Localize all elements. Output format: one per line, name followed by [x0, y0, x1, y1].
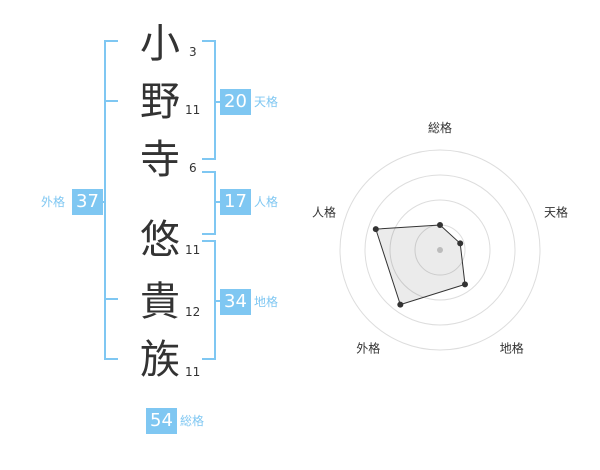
- tenkaku-score-badge: 20: [220, 89, 251, 115]
- radar-axis-label: 地格: [500, 341, 524, 356]
- radar-ring: [339, 149, 541, 351]
- radar-point-2: [457, 240, 464, 247]
- jinkaku-score-badge: 17: [220, 189, 251, 215]
- stroke-count-3: 6: [189, 161, 197, 175]
- name-char-3: 寺: [140, 137, 180, 183]
- name-char-2: 野: [140, 79, 180, 125]
- radar-point-1: [437, 222, 443, 228]
- radar-axis-label: 人格: [312, 204, 336, 219]
- jinkaku-bracket: [202, 171, 216, 235]
- chikaku-connector: [214, 300, 222, 302]
- gaikaku-bracket: [104, 40, 118, 360]
- radar-point-3: [461, 281, 468, 288]
- jinkaku-connector: [214, 201, 222, 203]
- gaikaku-tick: [104, 298, 118, 300]
- stroke-count-4: 11: [185, 243, 201, 257]
- stroke-count-6: 11: [185, 365, 201, 379]
- tenkaku-label: 天格: [254, 95, 279, 109]
- gaikaku-label: 外格: [41, 195, 66, 209]
- stroke-count-2: 11: [185, 103, 201, 117]
- radar-point-5: [372, 226, 379, 233]
- tenkaku-connector: [214, 101, 222, 103]
- radar-center: [437, 247, 443, 253]
- name-char-1: 小: [140, 21, 180, 67]
- tenkaku-bracket: [202, 40, 216, 160]
- gaikaku-score-badge: 37: [72, 189, 103, 215]
- radar-axis-label: 外格: [356, 341, 380, 356]
- name-char-6: 族: [140, 337, 180, 383]
- chikaku-label: 地格: [254, 295, 279, 309]
- gaikaku-tick: [104, 100, 118, 102]
- radar-ring: [364, 174, 516, 326]
- stroke-count-5: 12: [185, 305, 201, 319]
- radar-axis-label: 総格: [428, 120, 452, 135]
- radar-ring: [389, 199, 491, 301]
- radar-polygon: [375, 224, 466, 306]
- stroke-count-1: 3: [189, 45, 197, 59]
- soukaku-score-badge: 54: [146, 408, 177, 434]
- radar-point-4: [397, 301, 404, 308]
- chikaku-score-badge: 34: [220, 289, 251, 315]
- name-char-5: 貴: [140, 279, 180, 325]
- name-char-4: 悠: [140, 217, 180, 263]
- radar-axis-label: 天格: [544, 204, 568, 219]
- soukaku-label: 総格: [180, 414, 205, 428]
- jinkaku-label: 人格: [254, 195, 279, 209]
